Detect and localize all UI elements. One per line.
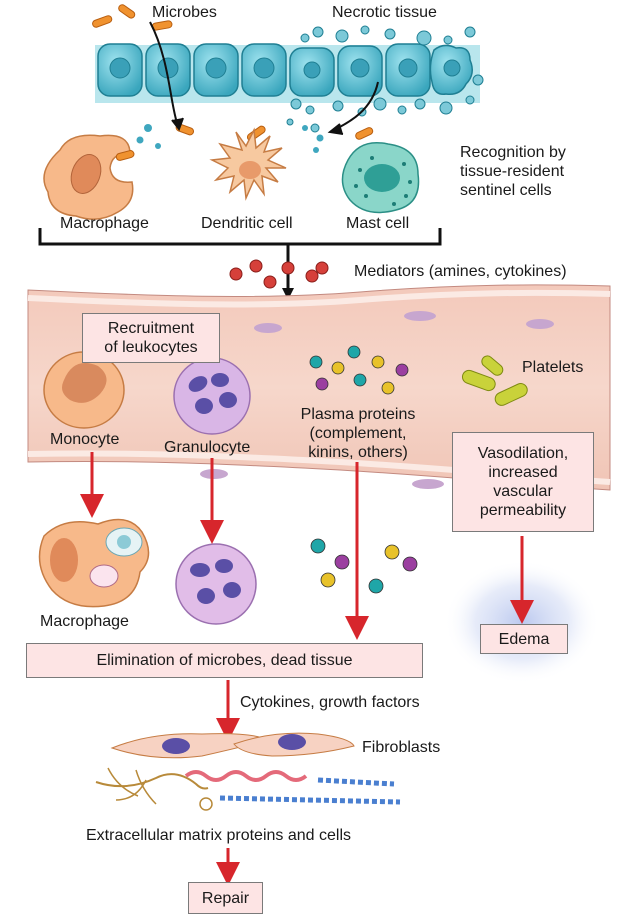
monocyte-label: Monocyte	[50, 431, 120, 448]
necrotic-tissue-label: Necrotic tissue	[332, 4, 437, 21]
recognition-arrows	[149, 21, 379, 135]
granulocyte-label: Granulocyte	[164, 439, 251, 456]
macrophage-bottom-label: Macrophage	[40, 613, 129, 630]
vasodilation-box: Vasodilation, increased vascular permeab…	[452, 432, 594, 532]
mast-cell-shape	[341, 142, 420, 214]
elimination-box: Elimination of microbes, dead tissue	[26, 643, 423, 678]
mediator-dots	[229, 259, 329, 289]
fibroblasts-label: Fibroblasts	[362, 739, 441, 756]
macrophage-bottom-cell	[38, 518, 150, 608]
plasma-dots-outside	[310, 538, 418, 594]
edema-box: Edema	[480, 624, 568, 654]
macrophage-top-cell	[43, 134, 135, 220]
plasma-protein-dots	[309, 345, 409, 395]
red-arrows	[80, 452, 534, 886]
mast-cell-label: Mast cell	[346, 215, 410, 232]
granulocyte-cell	[173, 357, 251, 435]
cytokines-growth-label: Cytokines, growth factors	[240, 694, 420, 711]
platelet-shapes	[461, 355, 528, 406]
dendritic-cell-label: Dendritic cell	[201, 215, 293, 232]
epithelium	[95, 25, 484, 133]
granulocyte-bottom-cell	[175, 543, 257, 625]
plasma-proteins-label: Plasma proteins (complement, kinins, oth…	[300, 406, 416, 461]
recognition-label: Recognition by tissue-resident sentinel …	[460, 144, 566, 199]
mediators-label: Mediators (amines, cytokines)	[354, 263, 567, 280]
fibroblast-cells	[110, 732, 355, 759]
microbes-label: Microbes	[152, 4, 217, 21]
ecm-label: Extracellular matrix proteins and cells	[86, 827, 351, 844]
platelets-label: Platelets	[522, 359, 584, 376]
dendritic-cell-shape	[209, 127, 287, 201]
particles	[136, 124, 324, 153]
monocyte-cell	[43, 351, 125, 429]
ecm-fibers	[95, 767, 401, 811]
recruitment-box: Recruitment of leukocytes	[82, 313, 220, 363]
macrophage-top-label: Macrophage	[60, 215, 149, 232]
repair-box: Repair	[188, 882, 263, 914]
